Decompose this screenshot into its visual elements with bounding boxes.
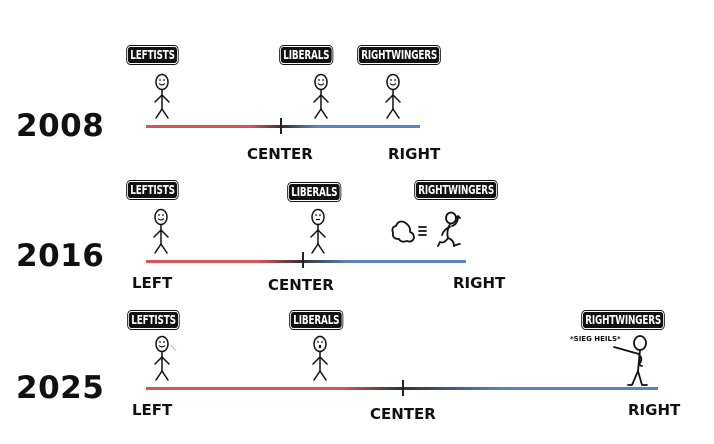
rightwingers-tag: RIGHTWINGERS [414,180,499,200]
liberals-tag: LIBERALS [289,310,344,330]
year-label: 2008 [16,108,105,144]
dust-cloud-icon [391,220,415,243]
left-label: LEFT [132,274,173,292]
year-label: 2016 [16,238,105,274]
center-label: CENTER [247,145,313,163]
political-spectrum-line [146,125,420,128]
speech-text: *SIEG HEILS* [570,335,621,343]
center-tick [280,118,282,134]
liberals-stick-figure [309,73,333,125]
rightwingers-saluting-figure [613,335,648,386]
rightwingers-tag: RIGHTWINGERS [581,310,666,330]
right-label: RIGHT [453,274,506,292]
leftists-stick-figure [150,73,174,125]
year-label: 2025 [16,370,105,406]
leftists-tag: LEFTISTS [127,310,180,330]
left-label: LEFT [132,401,173,419]
liberals-tag: LIBERALS [287,182,342,202]
right-label: RIGHT [628,401,681,419]
liberals-tag: LIBERALS [279,45,334,65]
political-spectrum-line [146,260,466,263]
rightwingers-tag: RIGHTWINGERS [357,45,442,65]
center-tick [302,252,304,268]
right-label: RIGHT [388,145,441,163]
leftists-tag: LEFTISTS [126,180,179,200]
leftists-stick-figure [149,208,173,260]
rightwingers-stick-figure [381,73,405,125]
liberals-stick-figure [306,208,330,260]
rightwingers-running-figure [391,211,461,247]
liberals-stick-figure [308,335,332,387]
center-label: CENTER [370,405,436,423]
center-label: CENTER [268,276,334,294]
center-tick [402,380,404,396]
leftists-stick-figure [150,335,177,387]
leftists-tag: LEFTISTS [126,45,179,65]
